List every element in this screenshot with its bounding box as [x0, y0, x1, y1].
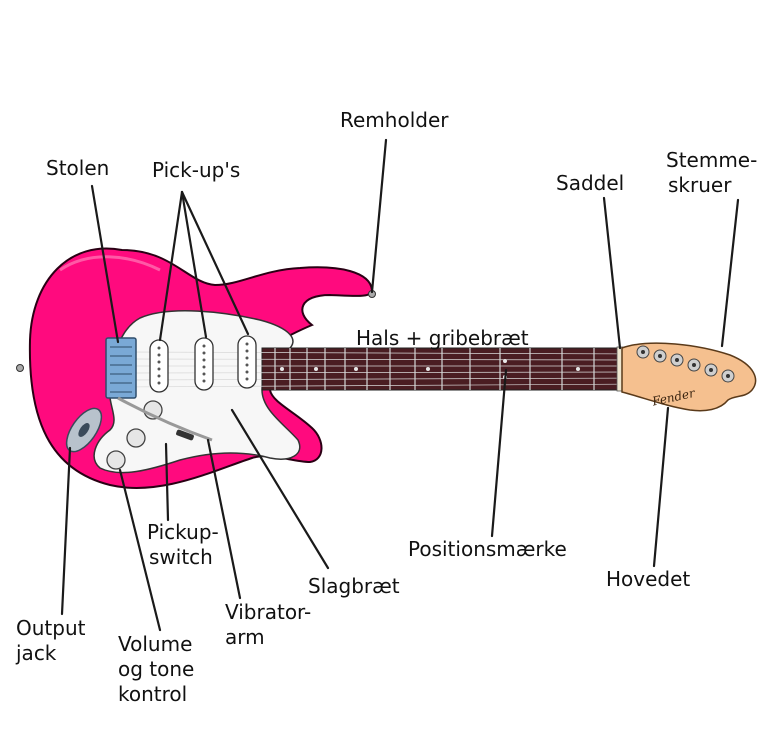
label-vibratorarm-line2: arm: [225, 625, 265, 649]
pickup-switch: [176, 429, 194, 441]
label-volume-line3: kontrol: [118, 682, 188, 706]
strap-button-end: [16, 364, 24, 372]
vibrato-arm: [117, 396, 213, 442]
label-pickupswitch-line2: switch: [149, 545, 213, 569]
bridge-saddles: [110, 346, 132, 393]
label-output-line2: jack: [16, 641, 57, 665]
frets: [274, 348, 619, 390]
label-slagbraet: Slagbræt: [308, 574, 400, 598]
label-hals: Hals + gribebræt: [356, 326, 529, 350]
label-stemmeskruer-line1: Stemme-: [666, 148, 758, 172]
label-volume-line1: Volume: [118, 632, 193, 656]
label-volume-line2: og tone: [118, 657, 195, 681]
label-remholder: Remholder: [340, 108, 449, 132]
tuning-pegs: [636, 345, 735, 383]
label-stolen: Stolen: [46, 156, 110, 180]
label-pickups: Pick-up's: [152, 158, 241, 182]
label-saddel: Saddel: [556, 171, 625, 195]
label-vibratorarm-line1: Vibrator-: [225, 600, 312, 624]
label-output-line1: Output: [16, 616, 86, 640]
label-hovedet: Hovedet: [606, 567, 691, 591]
output-jack-hole: [78, 423, 90, 437]
label-stemmeskruer-line2: skruer: [668, 173, 732, 197]
fretboard: [261, 347, 627, 391]
label-pickupswitch-line1: Pickup-: [147, 520, 219, 544]
body-highlight: [59, 255, 161, 272]
label-positionsmaerke: Positionsmærke: [408, 537, 567, 561]
pickups: [149, 335, 257, 393]
leader-lines: [60, 138, 740, 632]
